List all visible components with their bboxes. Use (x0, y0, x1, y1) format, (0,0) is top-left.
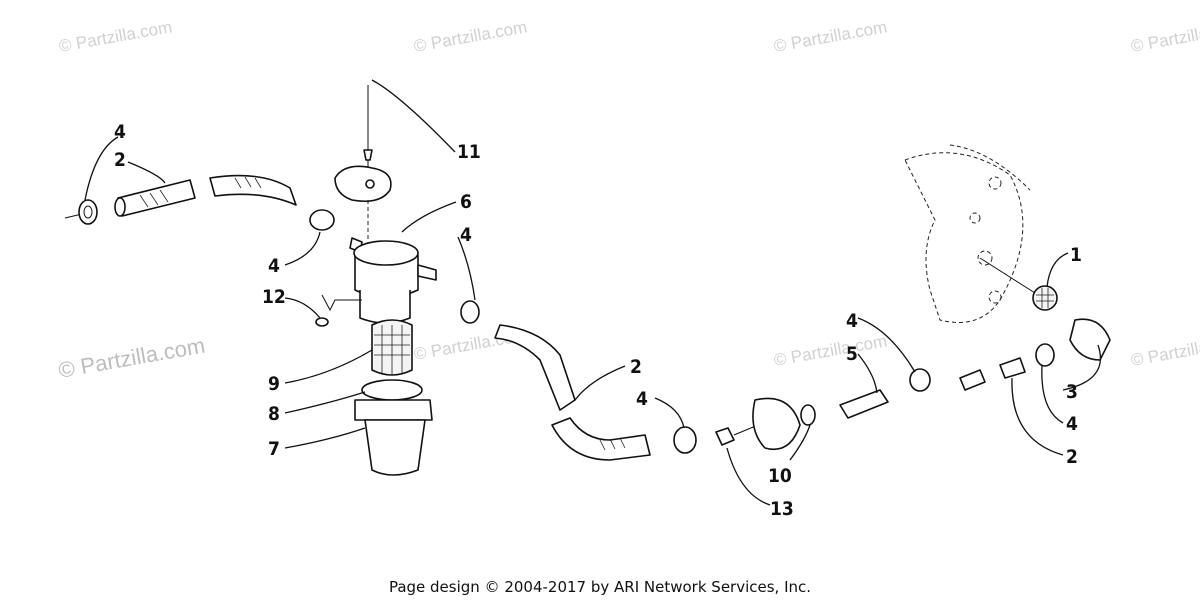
engine-outline (904, 144, 1031, 323)
callout-4: 4 (268, 255, 280, 277)
fitting (839, 389, 889, 419)
screen-filter (1032, 285, 1058, 311)
watermark-large: © Partzilla.com (57, 333, 207, 383)
filter-assembly (315, 85, 437, 476)
callout-5: 5 (846, 343, 858, 365)
callout-7: 7 (268, 438, 280, 460)
watermark: © Partzilla.com (1129, 17, 1200, 56)
hose-clamp-lower (673, 426, 697, 454)
primer-bulb (752, 397, 801, 450)
hose-curved (494, 324, 576, 411)
watermark: © Partzilla.com (412, 17, 528, 56)
hose-clamp-left (78, 199, 98, 225)
callout-2: 2 (114, 149, 126, 171)
watermarks: © Partzilla.com © Partzilla.com © Partzi… (57, 17, 1200, 383)
watermark: © Partzilla.com (772, 17, 888, 56)
callout-13: 13 (770, 498, 794, 520)
callout-1: 1 (1070, 244, 1082, 266)
callout-8: 8 (268, 403, 280, 425)
watermark: © Partzilla.com (772, 331, 888, 370)
callout-3: 3 (1066, 381, 1078, 403)
o-ring (361, 379, 423, 401)
callout-12: 12 (262, 286, 286, 308)
center-hose-assembly (460, 257, 1111, 461)
left-hose-assembly (64, 174, 363, 253)
gasket (334, 165, 392, 203)
callout-2: 2 (630, 356, 642, 378)
callout-2: 2 (1066, 446, 1078, 468)
callout-4: 4 (460, 224, 472, 246)
callout-6: 6 (460, 191, 472, 213)
page-footer: Page design © 2004-2017 by ARI Network S… (388, 578, 812, 596)
callout-4: 4 (846, 310, 858, 332)
watermark: © Partzilla.com (57, 17, 173, 56)
elbow-fitting (1069, 318, 1111, 361)
hose-section-left (117, 179, 196, 217)
watermark: © Partzilla.com (1129, 331, 1200, 370)
nut (715, 427, 735, 446)
filter-bowl (364, 419, 426, 476)
hose-clamp-mid (309, 209, 335, 231)
filter-bowl-nut (354, 399, 433, 421)
callout-4: 4 (1066, 413, 1078, 435)
callout-4: 4 (636, 388, 648, 410)
leader-lines (84, 79, 1102, 506)
callout-11: 11 (457, 141, 481, 163)
callouts: 4 2 11 6 4 4 12 9 8 7 2 4 13 10 4 5 1 3 … (114, 121, 1082, 520)
callout-4: 4 (114, 121, 126, 143)
callout-10: 10 (768, 465, 792, 487)
hose-lower (551, 417, 651, 461)
hose-bent-left (209, 174, 297, 206)
callout-9: 9 (268, 373, 280, 395)
